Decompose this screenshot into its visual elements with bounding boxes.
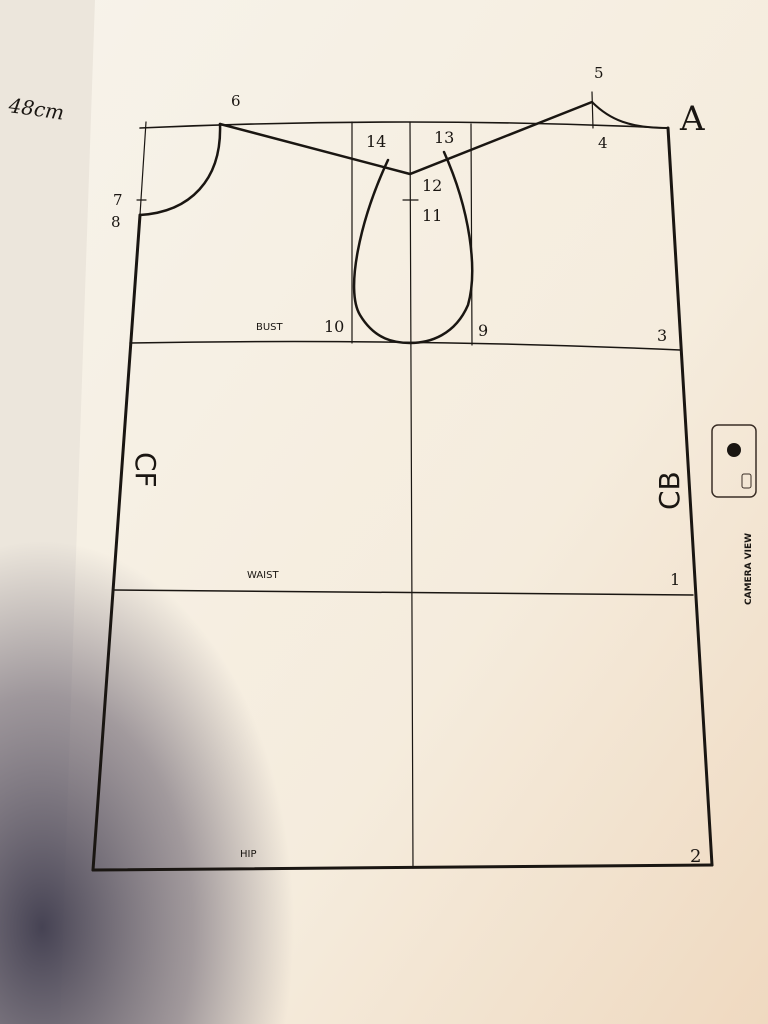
camera-view-button[interactable]: CAMERA VIEW (711, 424, 757, 605)
waist-label: WAIST (247, 570, 279, 581)
camera-view-label: CAMERA VIEW (744, 533, 754, 605)
cf-line (91, 213, 142, 872)
hem-line (91, 863, 714, 872)
neckline (218, 100, 594, 176)
point-label: 8 (111, 213, 121, 231)
point-label: 5 (594, 64, 604, 82)
point-label: 12 (422, 176, 442, 195)
point-label: 14 (366, 132, 386, 151)
top-line (139, 121, 669, 129)
bust-label: BUST (256, 322, 284, 333)
cf-label: CF (129, 452, 162, 488)
back-neck (591, 101, 669, 129)
center-line (409, 121, 414, 869)
camera-icon (727, 443, 752, 489)
point-label: 2 (690, 846, 701, 867)
front-armhole (138, 122, 222, 217)
cb-line (666, 126, 714, 867)
point-label: 7 (113, 191, 123, 209)
point-label: 3 (657, 326, 667, 345)
point-label: 4 (598, 134, 608, 152)
point-label: 1 (670, 570, 680, 589)
point-label: 9 (478, 321, 488, 340)
point-label: 13 (434, 128, 454, 147)
point-label: 10 (324, 317, 344, 336)
hip-label: HIP (240, 849, 257, 860)
corner-label-a: A (679, 99, 705, 139)
cb-label: CB (653, 471, 686, 510)
dart-loop (352, 150, 474, 345)
dart-guide-right (470, 123, 473, 346)
point-label: 6 (231, 92, 241, 110)
point-label: 11 (422, 206, 442, 225)
waist-line (112, 589, 694, 596)
